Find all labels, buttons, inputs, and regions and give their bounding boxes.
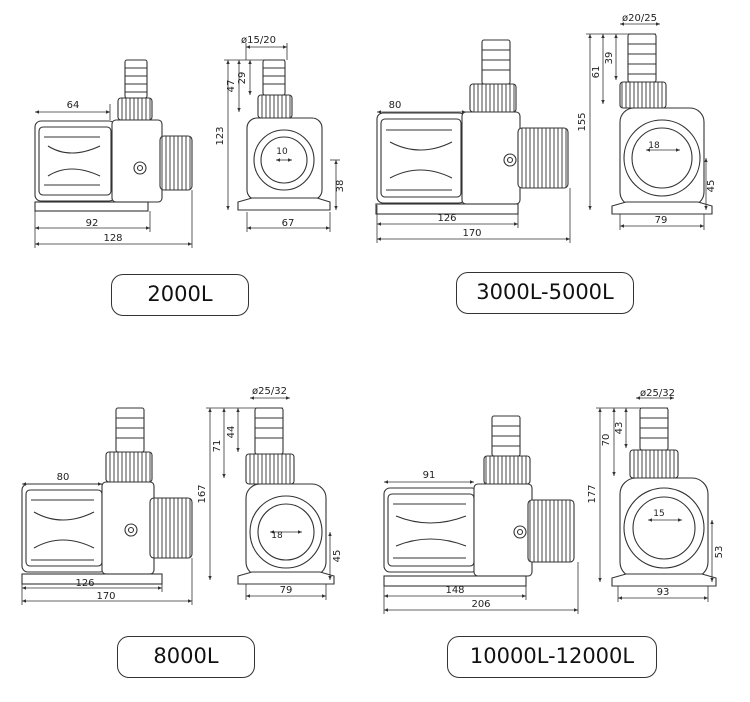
model-3000l-front-dimensions [586,22,708,230]
dim-8000l-base: 126 [75,578,94,589]
dim-3000l-h-45: 45 [706,180,717,193]
dim-10000l-h-70: 70 [601,434,612,447]
model-8000l-side-view [21,407,193,585]
dim-8000l-total-height: 167 [197,484,208,503]
dim-2000l-width: 67 [282,218,295,229]
model-8000l-front-dimensions [206,396,332,600]
model-label-3000l-5000l: 3000L-5000L [456,272,634,314]
dim-2000l-top-width: 64 [67,100,80,111]
dim-2000l-h-38: 38 [335,180,346,193]
dim-2000l-total-height: 123 [215,126,226,145]
dim-10000l-length: 206 [471,599,490,610]
dim-2000l-outlet-diameter: ø15/20 [241,35,276,46]
dim-10000l-top-width: 91 [423,470,436,481]
model-10000l-front-view [611,407,717,587]
dim-10000l-base: 148 [445,585,464,596]
dim-3000l-inlet: 18 [648,141,660,151]
dim-8000l-inlet: 18 [271,531,283,541]
model-10000l-front-dimensions [596,396,714,602]
dim-10000l-inlet: 15 [653,509,664,519]
dim-3000l-outlet-diameter: ø20/25 [622,13,657,24]
model-label-8000l: 8000L [117,636,255,678]
dim-8000l-length: 170 [96,591,115,602]
dim-8000l-h-45: 45 [332,550,343,563]
model-2000l-front-dimensions [224,43,340,232]
dim-2000l-inlet: 10 [276,147,288,157]
dim-8000l-outlet-diameter: ø25/32 [252,386,287,397]
dim-3000l-top-width: 80 [389,100,402,111]
model-label-10000l-12000l: 10000L-12000L [447,636,657,678]
dim-3000l-total-height: 155 [577,112,588,131]
model-8000l-front-view [237,407,335,585]
dim-10000l-total-height: 177 [587,484,598,503]
model-3000l-side-view [375,39,569,215]
dim-8000l-top-width: 80 [57,472,70,483]
model-3000l-side-dimensions [376,110,571,243]
model-3000l-front-view [611,33,713,215]
model-2000l-front-view [237,59,331,211]
model-10000l-side-dimensions [383,480,579,614]
model-2000l-side-view [34,59,193,212]
dim-2000l-h-47: 47 [226,80,237,93]
dim-8000l-h-44: 44 [226,426,237,439]
dim-10000l-h-53: 53 [714,546,725,559]
dim-10000l-width: 93 [657,587,670,598]
dim-3000l-width: 79 [655,215,668,226]
model-8000l-side-dimensions [21,482,193,605]
model-10000l-side-view [383,415,575,587]
dim-10000l-outlet-diameter: ø25/32 [640,388,675,399]
model-label-2000l: 2000L [111,274,249,316]
model-2000l-side-dimensions [34,104,193,248]
dim-8000l-h-71: 71 [212,440,223,453]
dim-3000l-h-39: 39 [604,52,615,65]
dim-3000l-length: 170 [462,228,481,239]
dim-2000l-h-29: 29 [237,72,248,85]
dim-3000l-base: 126 [437,213,456,224]
dim-3000l-h-61: 61 [591,66,602,79]
dim-2000l-length: 128 [103,233,122,244]
dim-10000l-h-43: 43 [614,422,625,435]
dim-8000l-width: 79 [280,585,293,596]
dim-2000l-base: 92 [86,218,99,229]
